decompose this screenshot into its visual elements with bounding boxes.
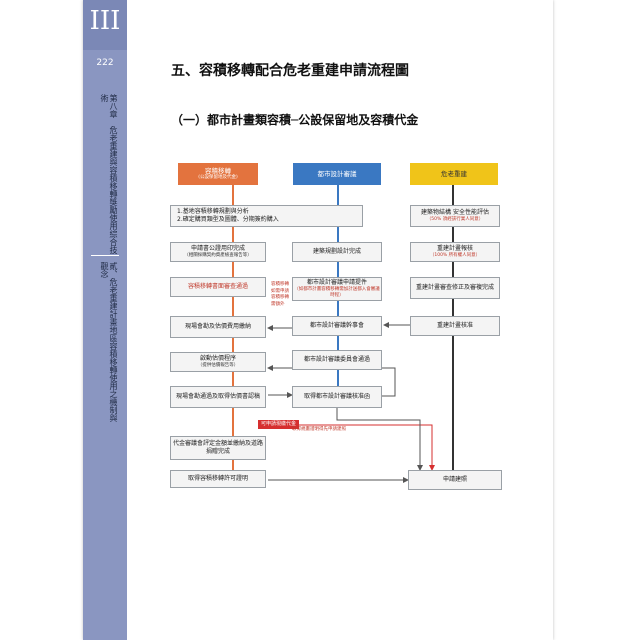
- box-design-review-submit: 都市設計審議申請提件 （如都市計畫容積移轉需加計送都入會審議時程）: [292, 277, 382, 301]
- box-application-notarized: 申請書公證用印完成 （相關採購契約資產檢查報告等）: [170, 242, 266, 262]
- lane-header-design-label: 都市設計審議: [317, 170, 357, 178]
- box-council-fee-set-text: 代金審議會評定金額並繳納及道路捐贈完成: [172, 440, 263, 455]
- box-design-review-submit-text: 都市設計審議申請提件: [306, 279, 367, 286]
- sidebar-top-block: [83, 0, 127, 50]
- box-start-valuation-text: 啟動估價程序: [199, 355, 236, 362]
- box-renewal-plan-approved-text: 重建計畫核准: [436, 322, 473, 329]
- box-structural-assessment-sub: （50% 須經該行業人同意）: [426, 217, 484, 222]
- box-valuation-approved-text: 現場會勘通過及取得估價書認稿: [175, 393, 260, 400]
- box-renewal-plan-review-text: 重建計畫審查修正及審複完成: [415, 284, 494, 291]
- box-design-staff-meeting-text: 都市設計審議幹事會: [309, 322, 364, 329]
- box-structural-assessment-text: 建築物結構 安全性能評估: [421, 209, 489, 216]
- flowchart-subtitle: （一）都市計畫類容積─公設保留地及容積代金: [171, 113, 419, 127]
- box-design-complete: 建築規劃設計完成: [292, 242, 382, 262]
- box-apply-building-permit: 申請建照: [408, 470, 502, 490]
- box-council-fee-set: 代金審議會評定金額並繳納及道路捐贈完成: [170, 436, 266, 460]
- lane-header-transfer: 容積移轉 (公設保留地及代金): [178, 163, 258, 185]
- box-design-approval-letter: 取得都市設計審議核准函: [292, 386, 382, 408]
- box-renewal-plan-submit-sub: （100% 所有權人同意）: [429, 253, 481, 258]
- box-site-survey-fee: 現場會勘及估價費用繳納: [170, 316, 266, 338]
- box-written-review-passed-text: 容積移轉書面審查通過: [187, 283, 248, 290]
- lane-header-transfer-sub: (公設保留地及代金): [198, 175, 238, 180]
- in-lieu-payment-label: 可申請現繳代金: [258, 420, 300, 429]
- box-start-valuation: 啟動估價程序 （提供估價報告等）: [170, 352, 266, 372]
- lane-header-design: 都市設計審議: [293, 163, 381, 185]
- box-design-staff-meeting: 都市設計審議幹事會: [292, 316, 382, 336]
- box-start-valuation-sub: （提供估價報告等）: [197, 363, 239, 368]
- box-design-review-submit-sub: （如都市計畫容積移轉需加計送都入會審議時程）: [294, 287, 380, 298]
- lane-header-transfer-label: 容積移轉: [205, 167, 231, 175]
- box-transfer-planning: 1.基地容積移轉規劃與分析 2.確定購買類型及圖體、分期簽約購入: [170, 205, 363, 227]
- box-structural-assessment: 建築物結構 安全性能評估 （50% 須經該行業人同意）: [410, 205, 500, 227]
- box-design-approval-letter-text: 取得都市設計審議核准函: [303, 393, 370, 400]
- box-application-notarized-text: 申請書公證用印完成: [190, 245, 245, 252]
- box-design-committee-passed: 都市設計審議委員會通過: [292, 350, 382, 370]
- chapter-title-vertical: 第八章 危老重建與容積移轉獎勵使用綜合技術: [100, 94, 118, 254]
- box-valuation-approved: 現場會勘通過及取得估價書認稿: [170, 386, 266, 408]
- box-renewal-plan-approved: 重建計畫核准: [410, 316, 500, 336]
- chapter-sidebar: III 222 第八章 危老重建與容積移轉獎勵使用綜合技術 貳、危老重建計畫地區…: [83, 0, 127, 640]
- box-application-notarized-sub: （相關採購契約資產檢查報告等）: [184, 253, 252, 258]
- box-transfer-planning-line2: 2.確定購買類型及圖體、分期簽約購入: [177, 216, 279, 223]
- box-transfer-planning-line1: 1.基地容積移轉規劃與分析: [177, 208, 249, 215]
- box-written-review-passed: 容積移轉書面審查通過: [170, 277, 266, 297]
- box-apply-building-permit-text: 申請建照: [442, 476, 467, 483]
- page-number: 222: [96, 58, 114, 68]
- page-title: 五、容積移轉配合危老重建申請流程圖: [171, 63, 409, 79]
- sidebar-divider: [91, 255, 119, 256]
- box-renewal-plan-review: 重建計畫審查修正及審複完成: [410, 277, 500, 299]
- box-renewal-plan-submit: 重建計畫報核 （100% 所有權人同意）: [410, 242, 500, 262]
- side-note: 容積移轉如需申請容積移轉需額外: [271, 282, 289, 307]
- lane-header-renewal: 危老重建: [410, 163, 498, 185]
- lane-header-renewal-label: 危老重建: [441, 170, 467, 178]
- box-design-complete-text: 建築規劃設計完成: [312, 248, 361, 255]
- bottom-note: 取得規畫證明得先申請建照: [292, 427, 346, 432]
- section-title-vertical: 貳、危老重建計畫地區容積移轉使用之機制與觀念: [100, 262, 118, 422]
- box-design-committee-passed-text: 都市設計審議委員會通過: [303, 356, 370, 363]
- box-renewal-plan-submit-text: 重建計畫報核: [436, 245, 473, 252]
- box-transfer-permit-text: 取得容積移轉許可證明: [187, 475, 248, 482]
- box-transfer-permit: 取得容積移轉許可證明: [170, 470, 266, 488]
- part-roman-numeral: III: [89, 6, 121, 36]
- box-site-survey-fee-text: 現場會勘及估價費用繳納: [184, 323, 251, 330]
